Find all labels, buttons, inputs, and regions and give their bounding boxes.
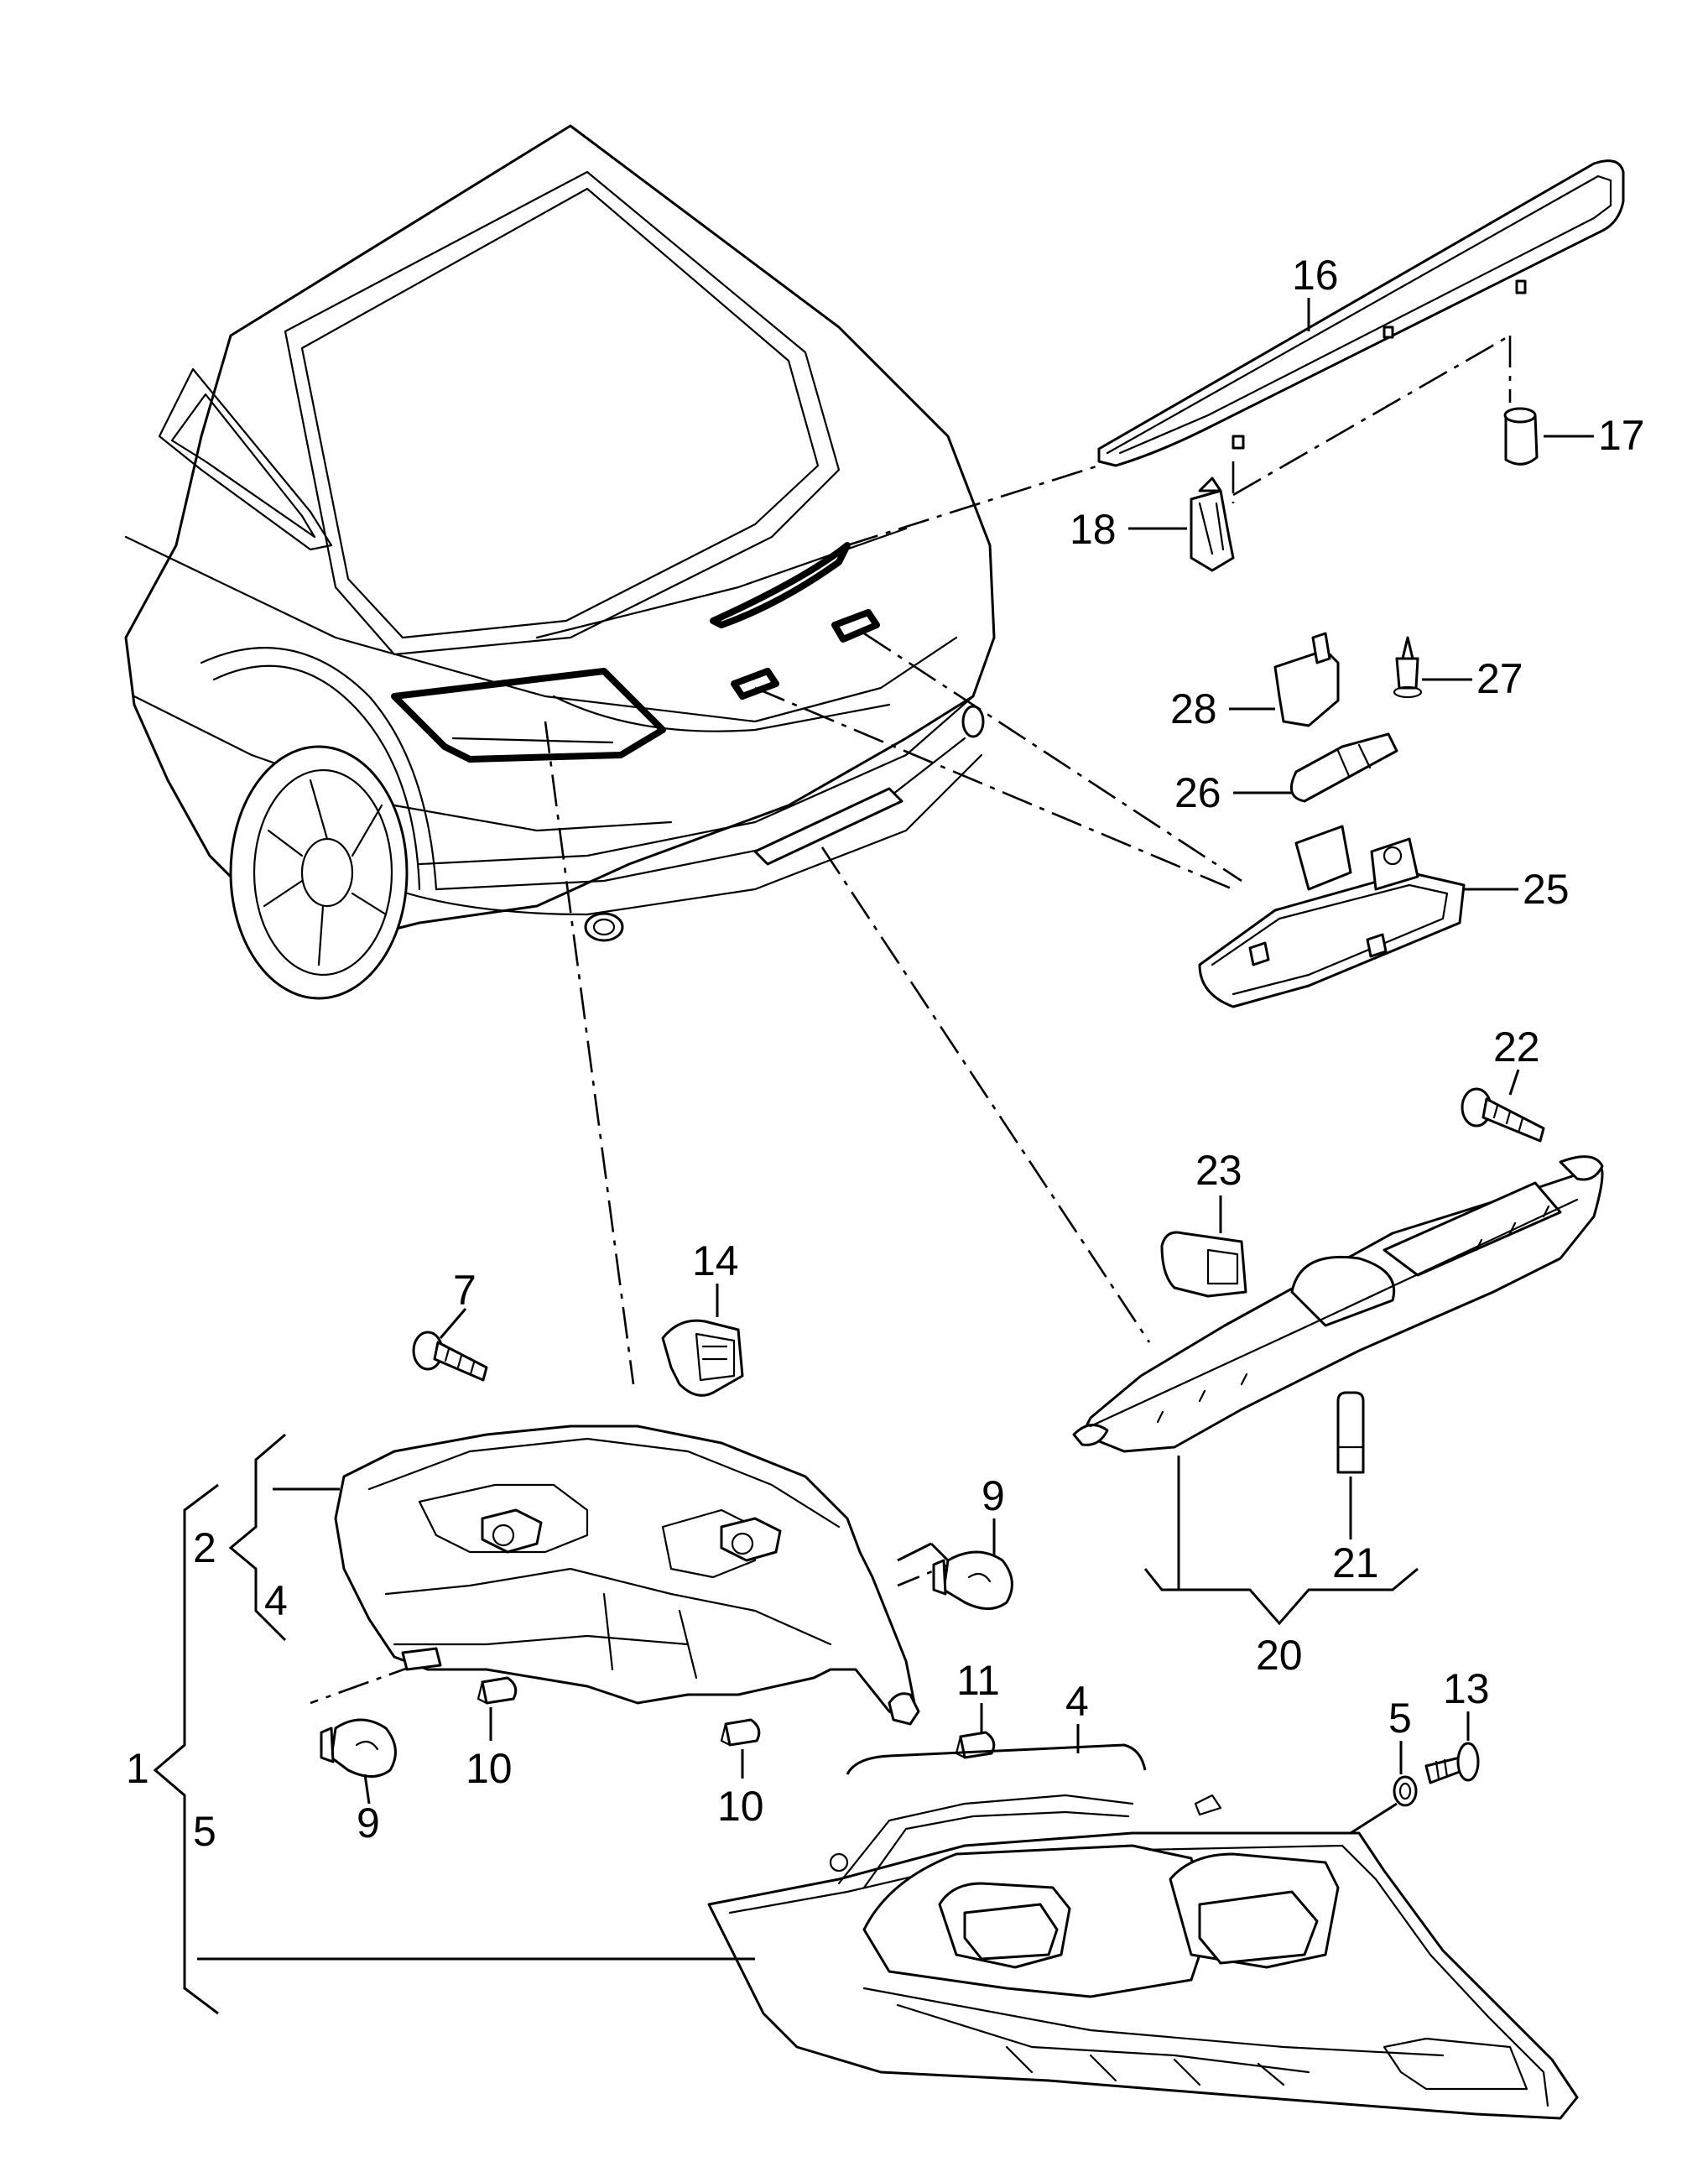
callout-28: 28 xyxy=(1170,685,1217,732)
callout-1: 1 xyxy=(126,1745,149,1792)
license-light-location-highlight-left xyxy=(731,668,779,700)
part-22-screw xyxy=(1461,1087,1545,1143)
callout-21: 21 xyxy=(1332,1539,1379,1586)
tail-light-location-highlight xyxy=(391,668,666,763)
part-26-bulb xyxy=(1289,732,1398,803)
part-23-connector xyxy=(1160,1231,1247,1298)
car-rear-body xyxy=(124,124,996,1000)
callout-10-upper: 10 xyxy=(466,1745,513,1792)
part-28-connector xyxy=(1273,632,1340,727)
callout-10-lower: 10 xyxy=(717,1783,764,1830)
part-21-bulb xyxy=(1336,1391,1365,1474)
part-2-bulb-carrier xyxy=(334,1425,920,1726)
callout-4-lower: 4 xyxy=(264,1577,288,1624)
callout-labels: 16 17 18 28 27 26 25 22 23 14 7 9 9 10 1… xyxy=(126,252,1645,1855)
leader-lines xyxy=(153,298,1594,2015)
part-9-bulb-left xyxy=(320,1718,397,1778)
part-16-spoiler-brake-light xyxy=(1097,159,1625,467)
part-27-clip xyxy=(1393,636,1423,699)
part-9-bulb-right xyxy=(932,1550,1013,1610)
callout-17: 17 xyxy=(1598,412,1645,459)
callout-18: 18 xyxy=(1070,506,1117,553)
callout-22: 22 xyxy=(1493,1023,1540,1070)
callout-11: 11 xyxy=(956,1657,1000,1704)
reference-lines xyxy=(310,334,1512,1705)
part-10-bulb-upper xyxy=(476,1676,518,1705)
part-11-bulb xyxy=(955,1731,996,1759)
callout-7: 7 xyxy=(453,1267,476,1314)
callout-9-right: 9 xyxy=(982,1472,1005,1519)
license-light-location-highlight-right xyxy=(831,609,880,643)
callout-26: 26 xyxy=(1174,769,1221,816)
callout-4-upper: 4 xyxy=(1065,1678,1089,1725)
callout-23: 23 xyxy=(1195,1147,1242,1194)
callout-25: 25 xyxy=(1523,866,1570,913)
part-7-screw xyxy=(412,1331,488,1382)
callout-14: 14 xyxy=(692,1237,739,1284)
callout-2: 2 xyxy=(193,1524,216,1571)
part-1-tail-light xyxy=(707,1794,1579,2120)
part-5-washer xyxy=(1393,1775,1418,1807)
callout-20: 20 xyxy=(1256,1632,1303,1679)
callout-27: 27 xyxy=(1476,655,1523,702)
callout-16: 16 xyxy=(1292,252,1339,299)
callout-5-lower: 5 xyxy=(193,1808,216,1855)
part-20-license-lamp-housing xyxy=(1072,1155,1604,1453)
part-13-stud xyxy=(1424,1742,1480,1784)
callout-5-upper: 5 xyxy=(1388,1695,1412,1742)
part-18-clip xyxy=(1190,477,1235,572)
part-14-bulb-holder xyxy=(661,1319,744,1397)
part-10-bulb-lower xyxy=(720,1718,761,1747)
callout-9-left: 9 xyxy=(357,1800,380,1846)
part-17-grommet xyxy=(1503,407,1539,466)
part-25-license-light xyxy=(1198,825,1466,1008)
brake-light-location-highlight xyxy=(710,542,851,628)
callout-13: 13 xyxy=(1443,1665,1490,1712)
